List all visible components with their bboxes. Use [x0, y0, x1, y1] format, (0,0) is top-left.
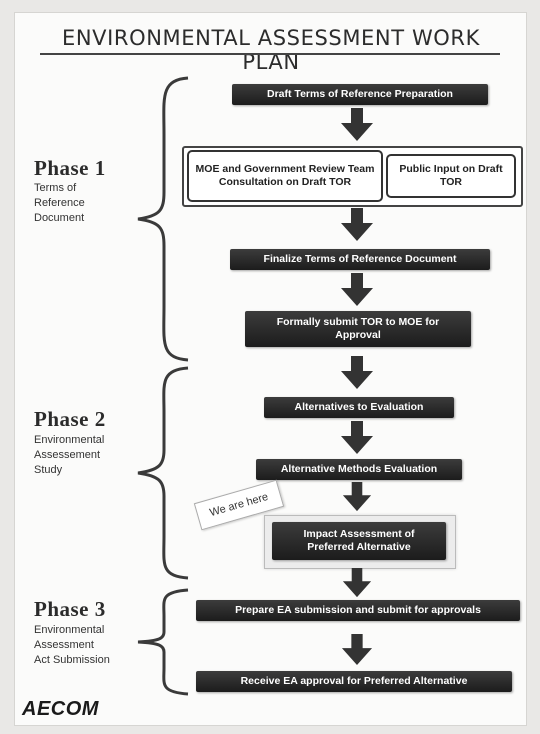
phase-3-brace [137, 588, 189, 696]
phase-1-desc-3: Document [34, 212, 85, 224]
step-submit-tor: Formally submit TOR to MOE for Approval [245, 311, 471, 347]
phase-2-desc-1: Environmental [34, 434, 105, 446]
step-finalize-tor: Finalize Terms of Reference Document [230, 249, 490, 270]
step-alternative-methods: Alternative Methods Evaluation [256, 459, 462, 480]
phase-1-desc-2: Reference [34, 197, 85, 209]
down-arrow-icon [341, 421, 373, 454]
phase-1-desc-1: Terms of [34, 182, 77, 194]
phase-2-desc-3: Study [34, 464, 63, 476]
phase-1-title: Phase 1 [34, 156, 106, 180]
down-arrow-icon [341, 356, 373, 389]
down-arrow-icon [341, 108, 373, 141]
down-arrow-icon [341, 634, 373, 666]
phase-2-desc-2: Assessement [34, 449, 101, 461]
step-draft-tor: Draft Terms of Reference Preparation [232, 84, 488, 105]
phase-1-brace [137, 76, 189, 362]
down-arrow-icon [341, 208, 373, 241]
phase-2-title: Phase 2 [34, 407, 106, 431]
phase-3-title: Phase 3 [34, 597, 106, 621]
step-impact-assessment: Impact Assessment of Preferred Alternati… [272, 522, 446, 560]
step-alternatives-to: Alternatives to Evaluation [264, 397, 454, 418]
step-prepare-ea: Prepare EA submission and submit for app… [196, 600, 520, 621]
step-receive-ea: Receive EA approval for Preferred Altern… [196, 671, 512, 692]
step-public-input: Public Input on Draft TOR [386, 154, 516, 198]
phase-3-desc-3: Act Submission [34, 654, 110, 666]
step-moe-review: MOE and Government Review Team Consultat… [187, 150, 383, 202]
page-title: ENVIRONMENTAL ASSESSMENT WORK PLAN [61, 26, 480, 74]
aecom-logo: AECOM [22, 698, 99, 720]
down-arrow-icon [341, 273, 373, 306]
phase-3-desc-2: Assessment [34, 639, 94, 651]
title-underline [40, 53, 500, 55]
down-arrow-icon [342, 568, 372, 598]
down-arrow-icon [342, 482, 372, 512]
phase-3-desc-1: Environmental [34, 624, 105, 636]
phase-2-brace [137, 366, 189, 580]
